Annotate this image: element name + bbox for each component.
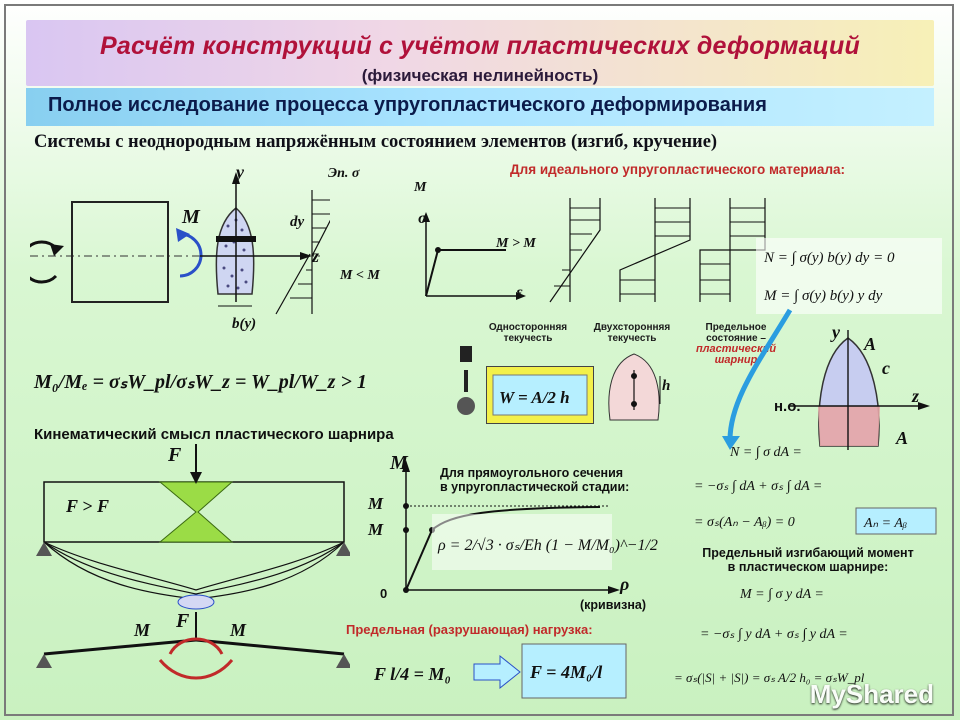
sigma-label: σ <box>418 210 427 227</box>
stress-strain-diagram <box>422 212 526 300</box>
svg-text:= σₛ(|S| + |S|) = σₛ A/2 h₀ =: = σₛ(|S| + |S|) = σₛ A/2 h₀ = σₛW_pl <box>674 670 865 685</box>
section-banner: Полное исследование процесса упругопласт… <box>26 88 934 126</box>
slide-title: Расчёт конструкций с учётом пластических… <box>100 32 860 60</box>
moment-curvature-chart: ρ = 2/√3 · σₛ/Eh (1 − M/M₀)^−1/2 <box>402 460 658 594</box>
slide-frame <box>4 4 954 716</box>
rect-section-note-line2: в упругопластической стадии: <box>440 480 630 494</box>
ultimate-load-formulas: F l/4 = M₀ F = 4M₀/l <box>373 643 627 699</box>
svg-text:= −σₛ ∫ y dA + σₛ ∫ y dA =: = −σₛ ∫ y dA + σₛ ∫ y dA = <box>700 627 848 642</box>
svg-text:N = ∫ σ(y) b(y) dy = 0: N = ∫ σ(y) b(y) dy = 0 <box>763 250 895 266</box>
dy-label: dy <box>290 214 305 230</box>
equilibrium-formulas: N = ∫ σ(y) b(y) dy = 0 M = ∫ σ(y) b(y) y… <box>756 238 942 314</box>
svg-text:Aₙ = Aᵦ: Aₙ = Aᵦ <box>863 516 907 531</box>
beam-section-diagram <box>30 172 330 315</box>
yield-stress-diagrams <box>549 198 766 303</box>
svg-text:F = 4M₀/l: F = 4M₀/l <box>529 662 602 682</box>
stress-diagram-label: Эп. σ <box>328 166 360 181</box>
two-side-yield-caption: Двухсторонняя текучесть <box>582 322 682 344</box>
one-side-line1: Односторонняя <box>488 322 568 333</box>
plastic-hinge-line2: шарнир <box>714 354 758 366</box>
two-side-line2: текучесть <box>607 333 657 344</box>
rect-section-note-line1: Для прямоугольного сечения <box>440 466 624 480</box>
epsilon-label: ε <box>516 284 523 301</box>
banner-text: Полное исследование процесса упругопласт… <box>48 94 767 116</box>
hinge-M0-right: M <box>230 620 247 640</box>
area-lower-label: A <box>896 428 909 448</box>
systems-heading: Системы с неоднородным напряжённым состо… <box>34 132 718 152</box>
limit-state-line1: Предельное <box>705 322 767 333</box>
title-bar: Расчёт конструкций с учётом пластических… <box>26 20 934 86</box>
kinematic-heading: Кинематический смысл пластического шарни… <box>34 426 394 443</box>
ratio-formula: M₀/Mₑ = σₛW_pl/σₛW_z = W_pl/W_z > 1 <box>33 346 475 415</box>
svg-text:= σₛ(Aₙ − Aᵦ) = 0: = σₛ(Aₙ − Aᵦ) = 0 <box>694 515 795 530</box>
svg-text:M = ∫ σ(y) b(y) y dy: M = ∫ σ(y) b(y) y dy <box>763 288 883 304</box>
svg-text:M₀/Mₑ = σₛW_pl/σₛW_z = W_pl/W_: M₀/Mₑ = σₛW_pl/σₛW_z = W_pl/W_z > 1 <box>33 371 367 393</box>
area-upper-label: A <box>864 334 877 354</box>
two-side-line1: Двухсторонняя <box>593 322 671 333</box>
force-gt-Fe-label: F > F <box>66 496 109 516</box>
curvature-label: (кривизна) <box>580 598 646 612</box>
link-arrow <box>722 308 793 450</box>
svg-text:= −σₛ ∫ dA + σₛ ∫ dA =: = −σₛ ∫ dA + σₛ ∫ dA = <box>694 479 822 494</box>
plastic-hinge-line1: пластический <box>695 343 777 355</box>
svg-text:M = ∫ σ y dA =: M = ∫ σ y dA = <box>739 587 824 602</box>
one-side-yield-caption: Односторонняя текучесть <box>478 322 578 344</box>
chart-Me-label: M <box>368 520 384 539</box>
z-axis-label: z <box>312 246 320 266</box>
svg-text:ρ = 2/√3 · σₛ/Eh (1 − M/M₀)^−1: ρ = 2/√3 · σₛ/Eh (1 − M/M₀)^−1/2 <box>437 537 658 554</box>
section-h0-diagram <box>608 353 661 421</box>
hinge-y-label: y <box>832 322 840 342</box>
neutral-axis-derivation: N = ∫ σ dA = = −σₛ ∫ dA + σₛ ∫ dA = = σₛ… <box>694 445 937 535</box>
h0-label: h <box>662 378 671 394</box>
M-gt-Me: M > M <box>496 236 536 251</box>
wpl-formula: W = A/2 h <box>492 374 588 416</box>
chart-M-label: M <box>390 452 408 474</box>
M-lt-Me: M < M <box>340 268 380 283</box>
kinematic-hinge-diagram <box>36 444 350 680</box>
ultimate-moment-note-line2: в пластическом шарнире: <box>727 560 889 574</box>
ultimate-load-note: Предельная (разрушающая) нагрузка: <box>346 622 593 637</box>
hinge-force-label: F <box>176 610 190 632</box>
chart-origin-label: 0 <box>380 586 388 601</box>
width-label: b(y) <box>232 316 257 332</box>
svg-text:N = ∫ σ dA =: N = ∫ σ dA = <box>729 445 802 460</box>
neutral-axis-label: н.о. <box>774 398 801 415</box>
svg-text:F l/4 = M₀: F l/4 = M₀ <box>373 664 451 684</box>
force-label: F <box>168 444 182 466</box>
ultimate-moment-note-line1: Предельный изгибающий момент <box>702 546 914 560</box>
hinge-z-label: z <box>912 386 920 406</box>
limit-state-caption: Предельное состояние – пластический шарн… <box>686 322 786 366</box>
ideal-material-note: Для идеального упругопластического матер… <box>510 162 846 177</box>
c-label: c <box>882 358 890 378</box>
chart-rho-label: ρ <box>620 574 630 594</box>
one-side-line2: текучесть <box>503 333 553 344</box>
Me-formula: M <box>414 180 427 195</box>
ultimate-moment-derivation: M = ∫ σ y dA = = −σₛ ∫ y dA + σₛ ∫ y dA … <box>674 587 865 685</box>
hinge-M0-left: M <box>134 620 151 640</box>
svg-text:W = A/2 h: W = A/2 h <box>499 388 570 407</box>
y-axis-label: y <box>236 162 244 182</box>
wpl-formula-box: W = A/2 h <box>486 366 594 424</box>
chart-M0-label: M <box>368 494 384 513</box>
slide-subtitle: (физическая нелинейность) <box>361 66 599 85</box>
ultimate-moment-note: Предельный изгибающий момент в пластичес… <box>688 546 928 574</box>
rect-section-note: Для прямоугольного сечения в упругопласт… <box>440 466 629 494</box>
watermark-text: MyShared <box>809 679 934 709</box>
limit-state-line2: состояние – <box>706 333 766 344</box>
plastic-hinge-section <box>790 330 930 450</box>
moment-label: M <box>182 206 200 228</box>
